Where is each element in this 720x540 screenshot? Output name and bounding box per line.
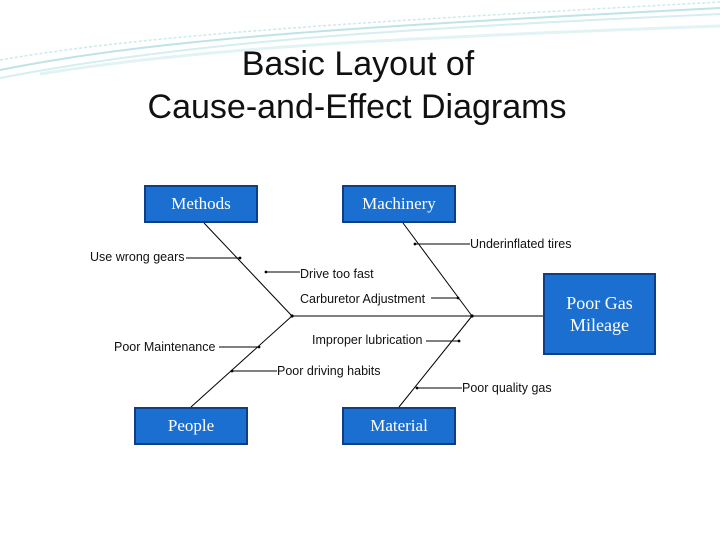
junction-dot <box>413 242 417 246</box>
junction-dot <box>470 314 474 318</box>
title-line-1: Basic Layout of <box>241 45 475 83</box>
cause-use-wrong-gears: Use wrong gears <box>90 250 185 264</box>
junction-dot <box>290 314 294 318</box>
bone-people <box>190 315 293 408</box>
effect-line-2: Mileage <box>570 315 629 335</box>
title-line-2: Cause-and-Effect Diagrams <box>147 88 567 126</box>
effect-box: Poor Gas Mileage <box>543 273 656 355</box>
junction-dot <box>238 256 242 260</box>
cause-poor-driving-habits: Poor driving habits <box>277 364 381 378</box>
junction-dot <box>457 339 461 343</box>
cause-improper-lubrication: Improper lubrication <box>312 333 423 347</box>
swoosh-band-2 <box>0 13 720 79</box>
junction-dot <box>456 296 460 300</box>
bone-material <box>398 315 473 408</box>
cause-poor-maintenance: Poor Maintenance <box>114 340 216 354</box>
junction-dot <box>230 369 234 373</box>
bone-machinery <box>402 222 473 317</box>
category-box-methods: Methods <box>144 185 258 223</box>
category-box-material: Material <box>342 407 456 445</box>
effect-line-1: Poor Gas <box>566 293 633 313</box>
cause-drive-too-fast: Drive too fast <box>300 267 374 281</box>
category-box-machinery: Machinery <box>342 185 456 223</box>
bone-methods <box>203 222 293 317</box>
swoosh-band-4 <box>39 24 720 76</box>
junction-dot <box>415 386 419 390</box>
junction-dot <box>264 270 268 274</box>
cause-carburetor-adjustment: Carburetor Adjustment <box>300 292 426 306</box>
cause-poor-quality-gas: Poor quality gas <box>462 381 552 395</box>
swoosh-band-1 <box>0 7 720 71</box>
cause-underinflated-tires: Underinflated tires <box>470 237 572 251</box>
category-box-people: People <box>134 407 248 445</box>
swoosh-band-3 <box>0 1 720 61</box>
junction-dot <box>257 345 261 349</box>
